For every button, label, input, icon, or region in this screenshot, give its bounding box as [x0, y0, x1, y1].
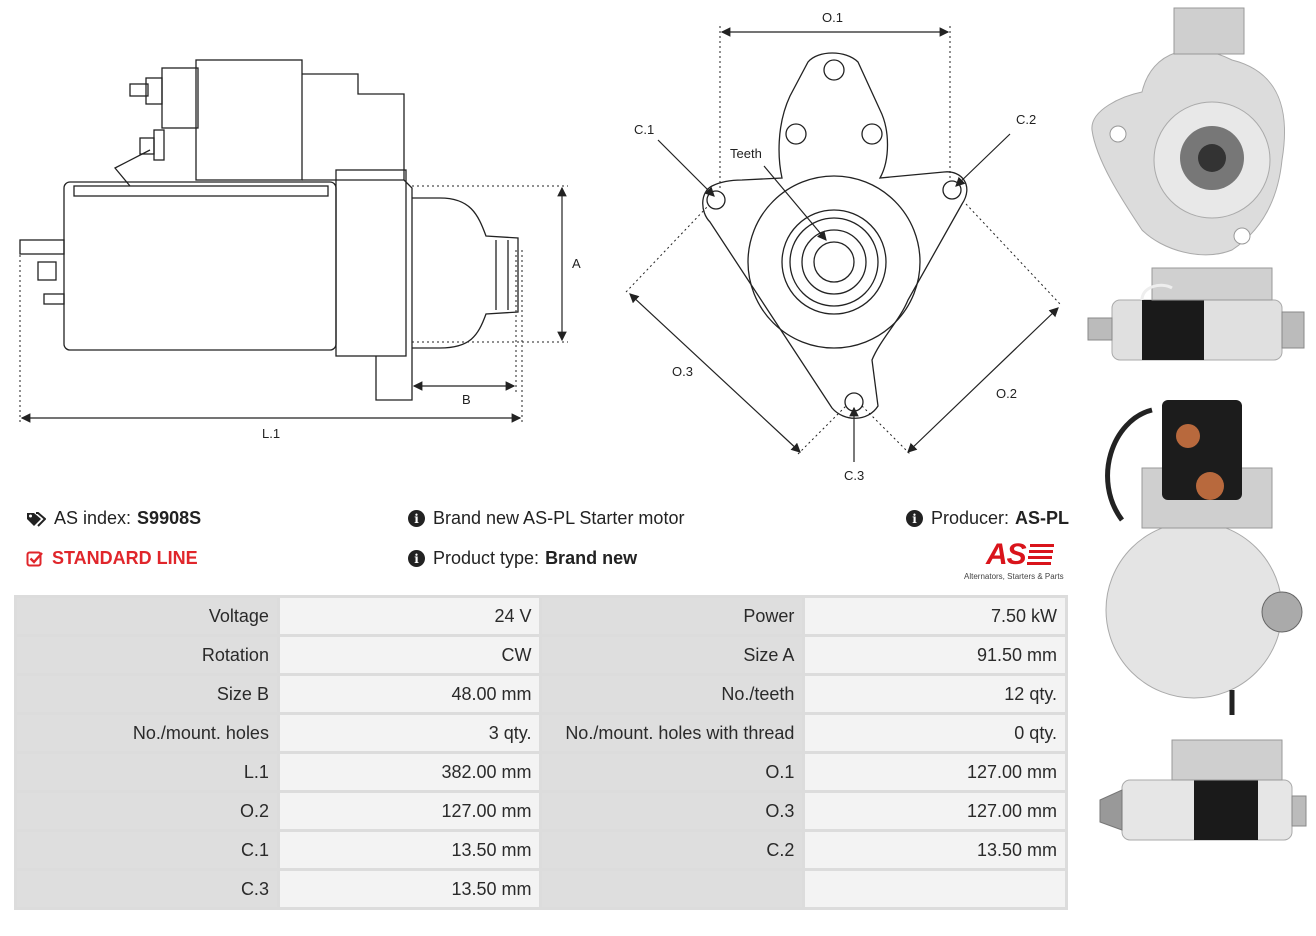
as-pl-logo: AS Alternators, Starters & Parts: [964, 538, 1068, 584]
tags-icon: [27, 511, 46, 527]
dim-c2-label: C.2: [1016, 112, 1036, 127]
dim-c1-label: C.1: [634, 122, 654, 137]
product-type: i Product type: Brand new: [408, 548, 637, 569]
info-icon: i: [408, 510, 425, 527]
dim-c3-label: C.3: [844, 468, 864, 483]
spec-label: Size B: [17, 676, 277, 712]
photo-front: [1091, 7, 1286, 256]
spec-label: O.3: [542, 793, 803, 829]
spec-label: O.2: [17, 793, 277, 829]
product-type-label: Product type:: [433, 548, 540, 568]
description-text: Brand new AS-PL Starter motor: [433, 508, 685, 528]
spec-label: C.3: [17, 871, 277, 907]
dim-o1-label: O.1: [822, 10, 843, 25]
dim-teeth-label: Teeth: [730, 146, 762, 161]
producer-label: Producer:: [931, 508, 1010, 528]
as-index-label: AS index:: [54, 508, 132, 528]
spec-value: 13.50 mm: [279, 832, 540, 868]
dim-o2-label: O.2: [996, 386, 1017, 401]
side-dim-arrows: [20, 186, 567, 423]
spec-value: [805, 871, 1065, 907]
spec-label: Power: [542, 598, 803, 634]
spec-label: No./mount. holes: [17, 715, 277, 751]
spec-value: 382.00 mm: [279, 754, 540, 790]
spec-label: Size A: [542, 637, 803, 673]
photo-side-1: [1087, 267, 1305, 361]
spec-label: C.2: [542, 832, 803, 868]
dim-a-label: A: [572, 256, 581, 271]
dim-l1-label: L.1: [262, 426, 280, 441]
spec-value: 48.00 mm: [279, 676, 540, 712]
spec-value: 24 V: [279, 598, 540, 634]
info-icon: i: [408, 550, 425, 567]
product-photos: [1082, 0, 1316, 936]
spec-label: [542, 871, 803, 907]
standard-line-label: STANDARD LINE: [52, 548, 198, 568]
spec-value: 127.00 mm: [279, 793, 540, 829]
description: i Brand new AS-PL Starter motor: [408, 508, 684, 529]
side-view: [19, 59, 519, 401]
spec-value: 13.50 mm: [805, 832, 1065, 868]
standard-line: STANDARD LINE: [26, 548, 198, 569]
spec-value: 13.50 mm: [279, 871, 540, 907]
check-square-icon: [26, 551, 43, 566]
spec-label: No./mount. holes with thread: [542, 715, 803, 751]
dim-o3-label: O.3: [672, 364, 693, 379]
product-type-value: Brand new: [545, 548, 638, 568]
producer-value: AS-PL: [1015, 508, 1070, 528]
spec-label: No./teeth: [542, 676, 803, 712]
photo-rear: [1105, 400, 1303, 715]
spec-value: CW: [279, 637, 540, 673]
spec-value: 91.50 mm: [805, 637, 1065, 673]
spec-label: Voltage: [17, 598, 277, 634]
front-dim-arrows: [629, 27, 1059, 462]
logo-tagline: Alternators, Starters & Parts: [964, 572, 1064, 581]
spec-label: O.1: [542, 754, 803, 790]
logo-stripes-icon: [1027, 544, 1054, 565]
info-icon: i: [906, 510, 923, 527]
logo-mark: AS: [986, 538, 1027, 571]
spec-value: 127.00 mm: [805, 793, 1065, 829]
producer: i Producer: AS-PL: [906, 508, 1069, 529]
spec-label: Rotation: [17, 637, 277, 673]
spec-label: L.1: [17, 754, 277, 790]
front-dims: [625, 26, 1061, 455]
spec-value: 12 qty.: [805, 676, 1065, 712]
spec-value: 7.50 kW: [805, 598, 1065, 634]
spec-value: 127.00 mm: [805, 754, 1065, 790]
photo-side-2: [1099, 739, 1307, 841]
spec-value: 0 qty.: [805, 715, 1065, 751]
technical-drawing: L.1 A B: [0, 0, 1080, 490]
as-index-value: S9908S: [137, 508, 202, 528]
side-dims: [19, 185, 568, 422]
spec-label: C.1: [17, 832, 277, 868]
as-index: AS index: S9908S: [26, 508, 201, 529]
spec-value: 3 qty.: [279, 715, 540, 751]
front-view: [702, 52, 968, 419]
dim-b-label: B: [462, 392, 471, 407]
